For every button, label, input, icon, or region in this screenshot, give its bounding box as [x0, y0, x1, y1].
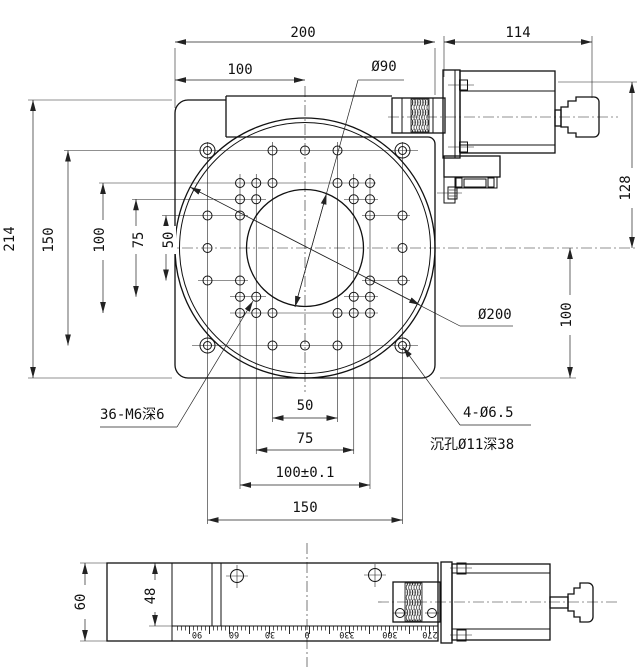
- flange-screw-icon: [456, 562, 467, 575]
- worm-housing-side: [392, 581, 441, 623]
- scale-number: 270: [422, 629, 437, 639]
- dim-motor-length: 114: [505, 25, 530, 41]
- dim-side-height-base: 48: [143, 588, 159, 605]
- dim-bottom-100-tol: 100±0.1: [275, 465, 334, 481]
- dimension-lines: [30, 39, 635, 641]
- dim-side-height-total: 60: [73, 594, 89, 611]
- scale-number: 60: [229, 629, 239, 639]
- dimension-texts: 200 100 Ø90 114 214 150 100 75 50 128 10…: [2, 25, 634, 610]
- text-backers: [73, 168, 633, 619]
- dim-motor-height: 128: [618, 175, 634, 200]
- dim-bottom-150: 150: [292, 500, 317, 516]
- dim-holes-100: 100: [92, 227, 108, 252]
- motor-shaft: [554, 109, 562, 127]
- label-bore-diameter: Ø90: [371, 59, 396, 75]
- motor-assembly-top: [442, 69, 600, 159]
- centerlines: [163, 86, 637, 667]
- base-plate-outline: [174, 95, 436, 379]
- side-view: [106, 561, 594, 644]
- dim-height-total: 214: [2, 226, 18, 251]
- dim-holes-75: 75: [131, 232, 147, 249]
- adjust-knob-top: [560, 96, 600, 138]
- dim-bottom-75: 75: [297, 431, 314, 447]
- label-corner-holes: 4-Ø6.5: [463, 405, 514, 421]
- scale-number: 0: [304, 629, 309, 639]
- connector-assembly-top: [437, 155, 501, 204]
- scale-number: 300: [382, 629, 397, 639]
- worm-housing-top: [391, 97, 446, 134]
- dim-holes-50: 50: [161, 232, 177, 249]
- degree-scale-numbers: 90 60 30 0 330 300 270: [192, 629, 438, 639]
- scale-number: 30: [265, 629, 275, 639]
- label-thread-holes: 36-M6深6: [100, 407, 165, 423]
- dim-width-total: 200: [290, 25, 315, 41]
- adjust-knob-side: [567, 582, 594, 623]
- extension-lines: [28, 36, 637, 642]
- degree-scale-ruler: [174, 626, 437, 641]
- motor-flange-side: [440, 561, 453, 644]
- dim-bottom-50: 50: [297, 398, 314, 414]
- corner-counterbore-holes: [199, 142, 411, 354]
- motor-shaft-side: [549, 596, 569, 609]
- label-counterbore: 沉孔Ø11深38: [430, 437, 514, 453]
- scale-number: 90: [192, 629, 202, 639]
- scale-number: 330: [339, 629, 354, 639]
- dim-center-to-edge: 100: [559, 302, 575, 327]
- m6-thread-holes: [202, 145, 408, 351]
- diameter-leaders: [100, 79, 531, 428]
- label-table-diameter: Ø200: [478, 307, 512, 323]
- dim-holes-150: 150: [41, 227, 57, 252]
- dim-width-half: 100: [227, 62, 252, 78]
- flange-screw-icon: [456, 629, 467, 642]
